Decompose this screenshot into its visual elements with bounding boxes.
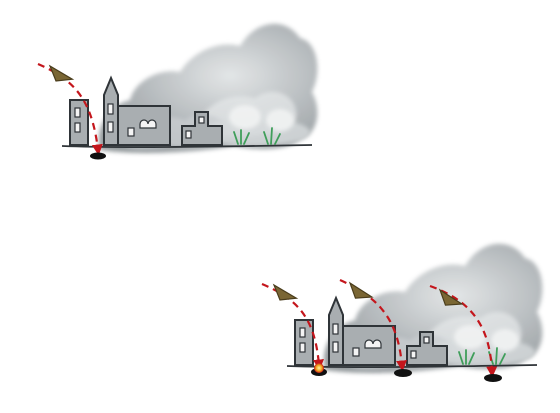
trajectory-arrow-icon bbox=[261, 282, 324, 371]
crater-icon bbox=[484, 374, 502, 382]
explosion-icon bbox=[311, 363, 327, 376]
trajectory-arrow-icon bbox=[37, 62, 103, 156]
missile-icon bbox=[271, 284, 299, 303]
missile-icon bbox=[346, 282, 375, 302]
scene-single-strike bbox=[37, 24, 317, 160]
scene-multiple-strikes bbox=[286, 244, 542, 373]
scene-multiple-strikes-projectiles bbox=[261, 278, 502, 382]
crater-icon bbox=[394, 369, 412, 377]
missile-icon bbox=[47, 65, 75, 84]
crater-icon bbox=[90, 152, 106, 160]
